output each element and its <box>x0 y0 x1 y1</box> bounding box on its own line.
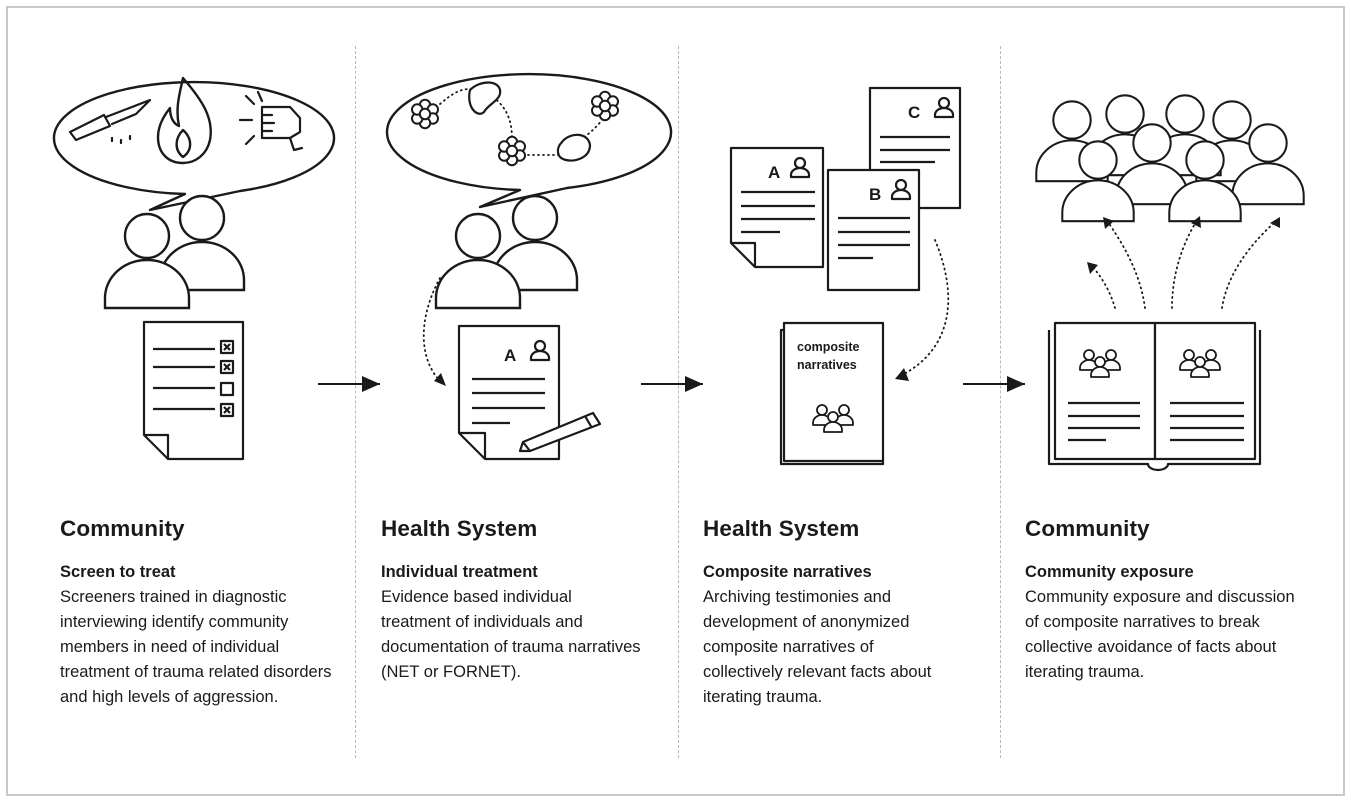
document-letter: C <box>908 103 920 122</box>
document-letter: B <box>869 185 881 204</box>
step-description: Community exposure and discussion of com… <box>1025 588 1295 682</box>
speech-bubble-icon <box>385 72 673 209</box>
knife-icon <box>68 98 152 145</box>
step-heading: Health System <box>381 516 538 541</box>
book-label-line: composite <box>797 340 860 354</box>
checklist-icon <box>142 320 245 461</box>
step-community-exposure: Community Community exposure Community e… <box>1025 515 1310 685</box>
column-divider <box>1000 46 1001 758</box>
step-subheading: Individual treatment <box>381 563 538 581</box>
document-pencil-icon <box>457 324 602 461</box>
book-icon <box>779 321 885 466</box>
dotted-arrow-icon <box>1091 221 1276 309</box>
dotted-arrow-head <box>434 373 446 386</box>
step-health-individual: Health System Individual treatment Evide… <box>381 515 666 685</box>
column-divider <box>355 46 356 758</box>
dotted-arrow-head <box>895 368 909 381</box>
step-description: Screeners trained in diagnostic intervie… <box>60 588 332 707</box>
step-description: Archiving testimonies and development of… <box>703 588 932 707</box>
dotted-arrow-icon <box>901 239 950 376</box>
dotted-arrow-head <box>1087 216 1280 274</box>
column-divider <box>678 46 679 758</box>
fire-icon <box>156 76 212 165</box>
figure-frame <box>6 6 1345 796</box>
people-icon <box>434 194 579 310</box>
stone-icon <box>468 81 592 162</box>
document-icon <box>826 168 921 292</box>
step-community-screen: Community Screen to treat Screeners trai… <box>60 515 345 710</box>
step-heading: Health System <box>703 516 860 541</box>
step-description: Evidence based individual treatment of i… <box>381 588 641 682</box>
step-health-composite: Health System Composite narratives Archi… <box>703 515 988 710</box>
crowd-icon <box>1035 94 1305 223</box>
people-icon <box>103 194 246 310</box>
step-heading: Community <box>1025 516 1150 541</box>
fist-icon <box>238 90 304 152</box>
step-heading: Community <box>60 516 185 541</box>
document-letter: A <box>768 163 780 182</box>
step-subheading: Composite narratives <box>703 563 872 581</box>
step-subheading: Screen to treat <box>60 563 176 581</box>
step-subheading: Community exposure <box>1025 563 1194 581</box>
dotted-arrow-icon <box>422 277 443 384</box>
document-icon <box>729 146 825 269</box>
document-letter: A <box>504 346 516 365</box>
open-book-icon <box>1047 321 1262 472</box>
book-label-line: narratives <box>797 358 857 372</box>
